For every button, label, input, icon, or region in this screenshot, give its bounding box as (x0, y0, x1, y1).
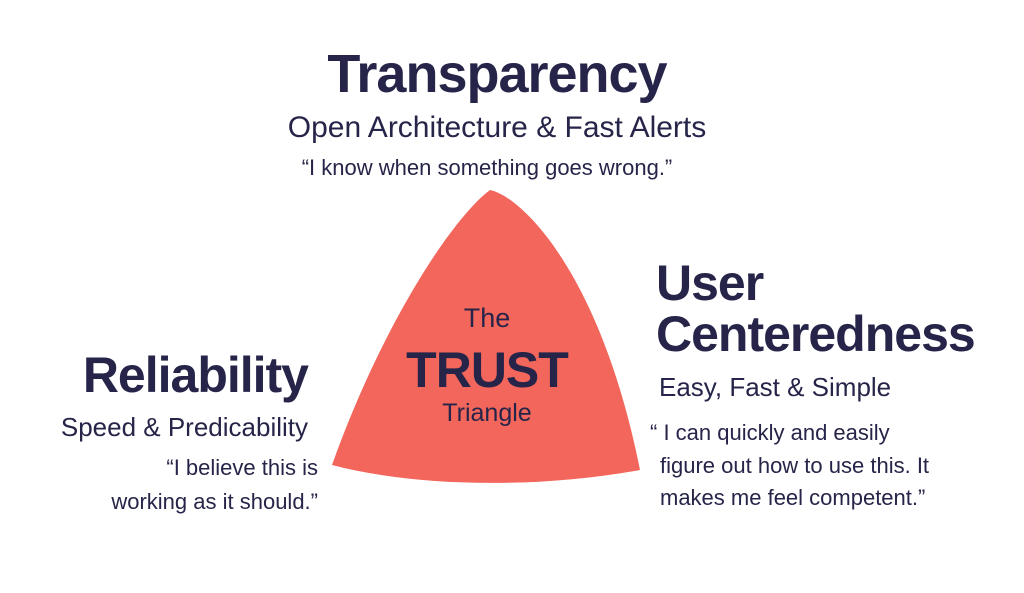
user-centeredness-title-line1: User (656, 255, 764, 311)
triangle-label-triangle: Triangle (442, 399, 532, 427)
user-centeredness-title-line2: Centeredness (656, 306, 976, 362)
reliability-quote-line: working as it should.” (111, 489, 318, 514)
transparency-quote: “I know when something goes wrong.” (301, 155, 673, 180)
triangle-label-the: The (463, 303, 511, 333)
reliability-quote-line: “I believe this is (166, 455, 318, 480)
user-centeredness-subtitle: Easy, Fast & Simple (659, 372, 892, 402)
triangle-label-trust: TRUST (406, 342, 569, 398)
user-centeredness-quote-line: “ I can quickly and easily (650, 420, 890, 445)
reliability-subtitle: Speed & Predicability (60, 412, 308, 442)
transparency-subtitle: Open Architecture & Fast Alerts (287, 111, 707, 144)
transparency-title: Transparency (327, 44, 667, 104)
user-centeredness-quote-line: figure out how to use this. It (660, 453, 930, 478)
reliability-title: Reliability (82, 347, 309, 403)
user-centeredness-quote-line: makes me feel competent.” (660, 485, 926, 510)
